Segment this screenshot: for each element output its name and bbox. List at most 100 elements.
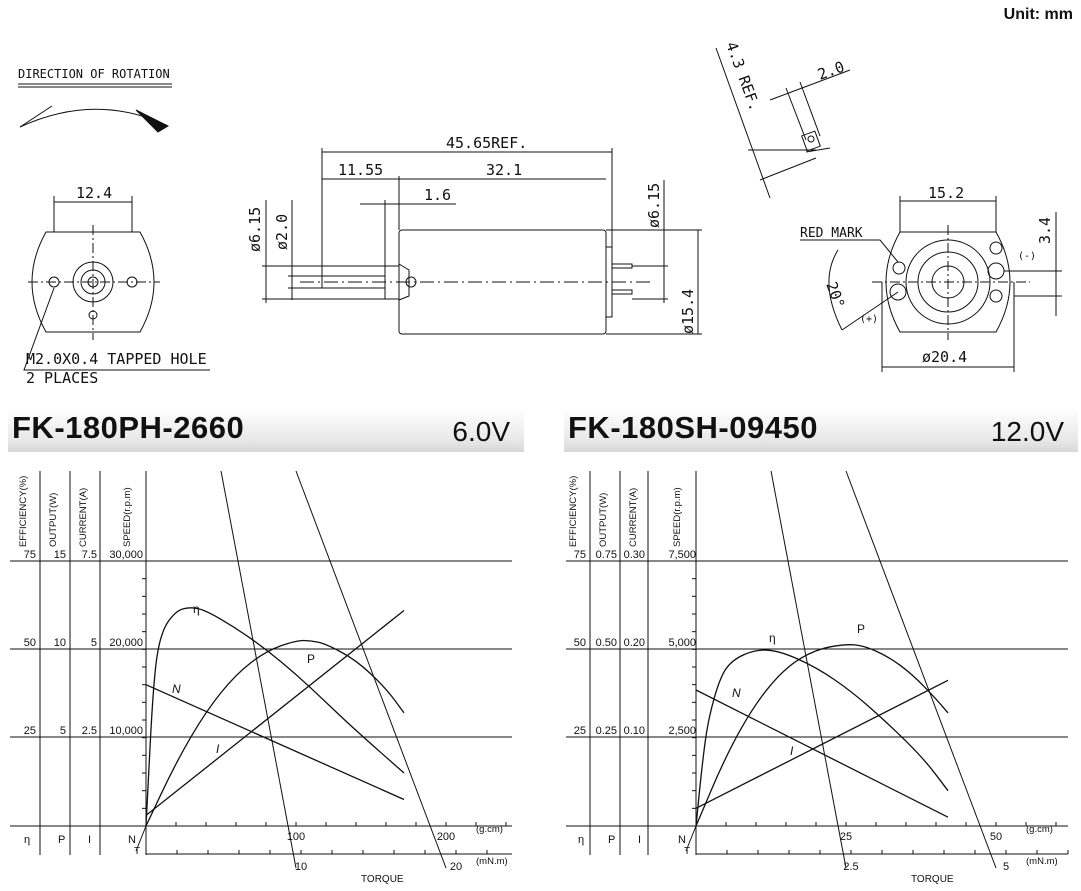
tapped-hole-label: M2.0X0.4 TAPPED HOLE <box>26 350 207 368</box>
row-value-2-3: 10,000 <box>109 725 143 737</box>
axis-header-0: EFFICIENCY(%) <box>18 476 29 547</box>
front-width-dim: 12.4 <box>76 184 112 202</box>
row-value-1-1: 0.50 <box>596 637 617 649</box>
curve-label-2: N <box>172 682 181 696</box>
rotation-label: DIRECTION OF ROTATION <box>18 67 170 81</box>
footer-label-1: P <box>58 834 65 846</box>
torque-gcm-tick-0: 100 <box>287 831 305 843</box>
torque-mnm-unit: (mN.m) <box>1026 856 1058 867</box>
axis-header-0: EFFICIENCY(%) <box>568 476 579 547</box>
torque-mnm-tick-0: 10 <box>295 861 307 873</box>
row-value-2-1: 5 <box>60 725 66 737</box>
curve-label-3: I <box>790 744 794 758</box>
torque-mnm-tick-1: 5 <box>1003 861 1009 873</box>
rotation-arrow-left <box>19 105 53 128</box>
row-value-1-1: 10 <box>54 637 66 649</box>
row-value-0-3: 7,500 <box>668 549 696 561</box>
row-value-2-0: 25 <box>574 725 586 737</box>
row-value-2-2: 0.10 <box>624 725 645 737</box>
row-value-1-3: 20,000 <box>109 637 143 649</box>
minus-terminal-label: (-) <box>1018 251 1036 262</box>
footer-label-3: N <box>678 834 686 846</box>
tapped-hole-places: 2 PLACES <box>26 369 98 387</box>
front-view <box>23 196 210 371</box>
axis-header-3: SPEED(r.p.m) <box>672 487 683 547</box>
shaft-length-dim: 11.55 <box>338 161 383 179</box>
chart-2-voltage: 12.0V <box>990 416 1064 447</box>
t-label: T <box>134 846 140 857</box>
body-length-dim: 32.1 <box>486 161 522 179</box>
axis-header-3: SPEED(r.p.m) <box>122 487 133 547</box>
torque-mnm-tick-0: 2.5 <box>843 861 858 873</box>
row-value-0-2: 7.5 <box>82 549 97 561</box>
boss-length-dim: 1.6 <box>424 186 451 204</box>
terminal-width-dim: 2.0 <box>815 58 847 84</box>
curve-speed <box>145 684 405 801</box>
grid-vertical-2 <box>845 470 997 869</box>
red-mark-label: RED MARK <box>800 226 863 241</box>
curve-output <box>145 639 405 827</box>
curve-efficiency <box>695 649 949 827</box>
curve-efficiency <box>145 607 405 827</box>
dimension-drawing: DIRECTION OF ROTATION 12.4 M2.0X0.4 TAPP… <box>18 39 1062 387</box>
torque-mnm-tick-1: 20 <box>450 861 462 873</box>
row-value-0-3: 30,000 <box>109 549 143 561</box>
footer-label-3: N <box>128 834 136 846</box>
torque-gcm-unit: (g.cm) <box>1026 824 1053 835</box>
grid-vertical-1 <box>220 470 297 869</box>
torque-gcm-unit: (g.cm) <box>476 824 503 835</box>
curve-label-3: I <box>216 742 220 756</box>
curve-label-0: η <box>769 631 776 645</box>
grid-vertical-1 <box>770 470 847 869</box>
performance-chart-2: EFFICIENCY(%)OUTPUT(W)CURRENT(A)SPEED(r.… <box>566 470 1069 885</box>
axis-header-1: OUTPUT(W) <box>598 493 609 547</box>
footer-label-2: I <box>88 834 91 846</box>
curve-current <box>695 679 949 809</box>
performance-chart-1: EFFICIENCY(%) OUTPUT(W) CURRENT(A) SPEED(r.… <box>10 470 512 885</box>
t-label: T <box>684 846 690 857</box>
curve-label-2: N <box>732 686 741 700</box>
row-value-0-0: 75 <box>574 549 586 561</box>
torque-mnm-unit: (mN.m) <box>476 856 508 867</box>
row-value-1-0: 50 <box>574 637 586 649</box>
row-value-0-0: 75 <box>24 549 36 561</box>
row-value-2-3: 2,500 <box>668 725 696 737</box>
curve-label-0: η <box>193 602 200 616</box>
row-value-2-0: 25 <box>24 725 36 737</box>
row-value-1-2: 5 <box>91 637 97 649</box>
rotation-arrow-right <box>135 109 170 133</box>
unit-label: Unit: mm <box>1003 6 1073 23</box>
row-value-2-2: 2.5 <box>82 725 97 737</box>
curve-label-1: P <box>857 622 865 636</box>
curve-label-1: P <box>307 652 315 666</box>
axis-header-1: OUTPUT(W) <box>48 493 59 547</box>
shaft-dia-dim: ø2.0 <box>273 214 291 250</box>
curve-current <box>145 609 405 816</box>
row-value-1-3: 5,000 <box>668 637 696 649</box>
chart-1-voltage: 6.0V <box>452 416 510 447</box>
rear-offset-dim: 3.4 <box>1036 217 1054 244</box>
overall-length-dim: 45.65REF. <box>446 134 527 152</box>
side-view <box>262 148 702 335</box>
footer-label-0: η <box>24 834 30 846</box>
boss-dia-dim: ø6.15 <box>246 207 264 252</box>
axis-header-2: CURRENT(A) <box>78 488 89 547</box>
rear-width-dim: 15.2 <box>928 184 964 202</box>
torque-label: TORQUE <box>361 874 404 885</box>
torque-gcm-tick-0: 25 <box>840 831 852 843</box>
footer-label-1: P <box>608 834 615 846</box>
rear-boss-dia-dim: ø6.15 <box>645 183 663 228</box>
grid-vertical-2 <box>295 470 447 869</box>
curve-output <box>695 644 949 827</box>
footer-label-2: I <box>638 834 641 846</box>
angle-dim: 20° <box>822 279 848 311</box>
row-value-0-2: 0.30 <box>624 549 645 561</box>
chart-1-model: FK-180PH-2660 <box>12 410 245 445</box>
terminal-height-dim: 4.3 REF. <box>722 39 764 113</box>
row-value-2-1: 0.25 <box>596 725 617 737</box>
torque-label: TORQUE <box>911 874 954 885</box>
row-value-0-1: 0.75 <box>596 549 617 561</box>
row-value-1-0: 50 <box>24 637 36 649</box>
rear-view <box>800 196 1062 372</box>
rear-dia-dim: ø20.4 <box>922 348 967 366</box>
